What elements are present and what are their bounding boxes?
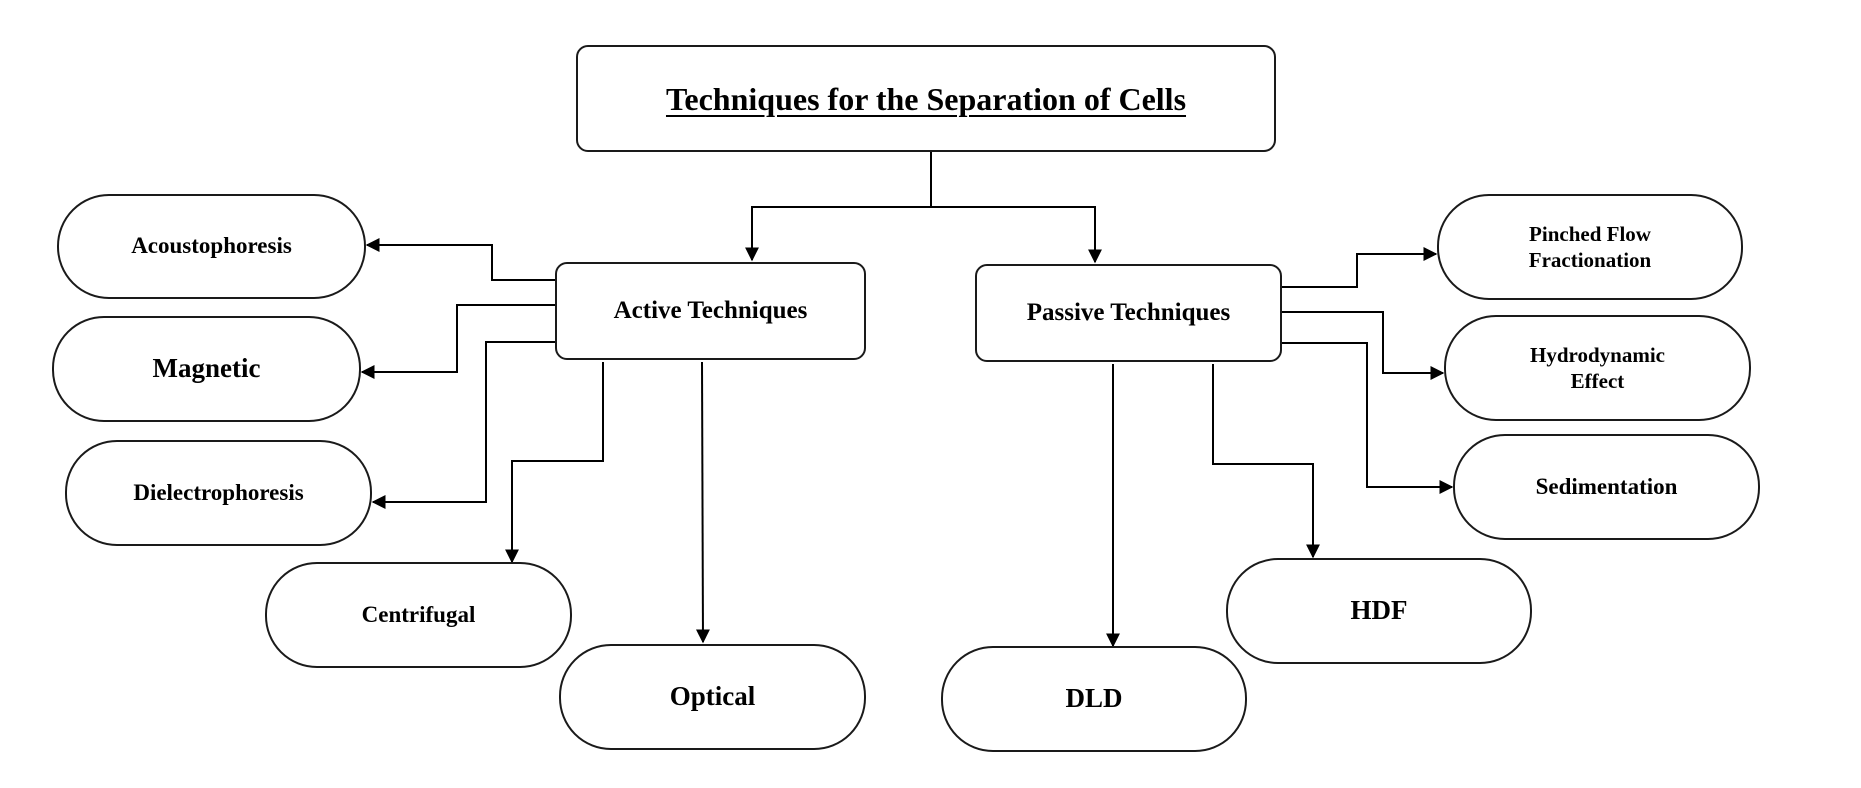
edge-active-magnetic [360,304,555,379]
magnetic-label: Magnetic [152,353,261,384]
pinched-flow-fractionation-label: Pinched Flow Fractionation [1529,221,1651,274]
hdf-node: HDF [1226,558,1532,664]
acoustophoresis-label: Acoustophoresis [131,233,292,259]
hydrodynamic-line2: Effect [1570,369,1625,393]
edge-active-acoustophoresis [365,238,555,281]
dld-label: DLD [1065,683,1123,714]
centrifugal-label: Centrifugal [361,601,476,627]
dld-node: DLD [941,646,1247,752]
edge-passive-pinched [1282,247,1438,288]
edge-active-dielectrophoresis [371,341,555,509]
edge-passive-hdf [1212,364,1320,559]
hydrodynamic-effect-node: Hydrodynamic Effect [1444,315,1751,421]
pinched-flow-line1: Pinched Flow [1529,221,1651,246]
passive-techniques-box: Passive Techniques [975,264,1282,362]
active-techniques-label: Active Techniques [613,297,808,325]
edge-title-passive [931,206,1102,264]
sedimentation-label: Sedimentation [1535,473,1678,499]
edge-active-optical [695,361,710,644]
edge-passive-sedimentation [1280,342,1454,494]
optical-node: Optical [559,644,866,750]
edge-passive-hydro [1280,311,1445,380]
pinched-flow-line2: Fractionation [1528,248,1652,272]
edge-title-split [745,152,932,262]
dielectrophoresis-node: Dielectrophoresis [65,440,372,546]
diagram-title: Techniques for the Separation of Cells [665,80,1187,117]
active-techniques-box: Active Techniques [555,262,866,360]
hydrodynamic-line1: Hydrodynamic [1530,342,1665,367]
hdf-label: HDF [1350,595,1408,626]
optical-label: Optical [669,681,756,712]
sedimentation-node: Sedimentation [1453,434,1760,540]
pinched-flow-fractionation-node: Pinched Flow Fractionation [1437,194,1743,300]
centrifugal-node: Centrifugal [265,562,572,668]
dielectrophoresis-label: Dielectrophoresis [133,479,304,505]
edge-active-centrifugal [505,362,604,564]
magnetic-node: Magnetic [52,316,361,422]
passive-techniques-label: Passive Techniques [1026,299,1231,327]
title-box: Techniques for the Separation of Cells [576,45,1276,152]
acoustophoresis-node: Acoustophoresis [57,194,366,299]
hydrodynamic-effect-label: Hydrodynamic Effect [1530,342,1665,395]
